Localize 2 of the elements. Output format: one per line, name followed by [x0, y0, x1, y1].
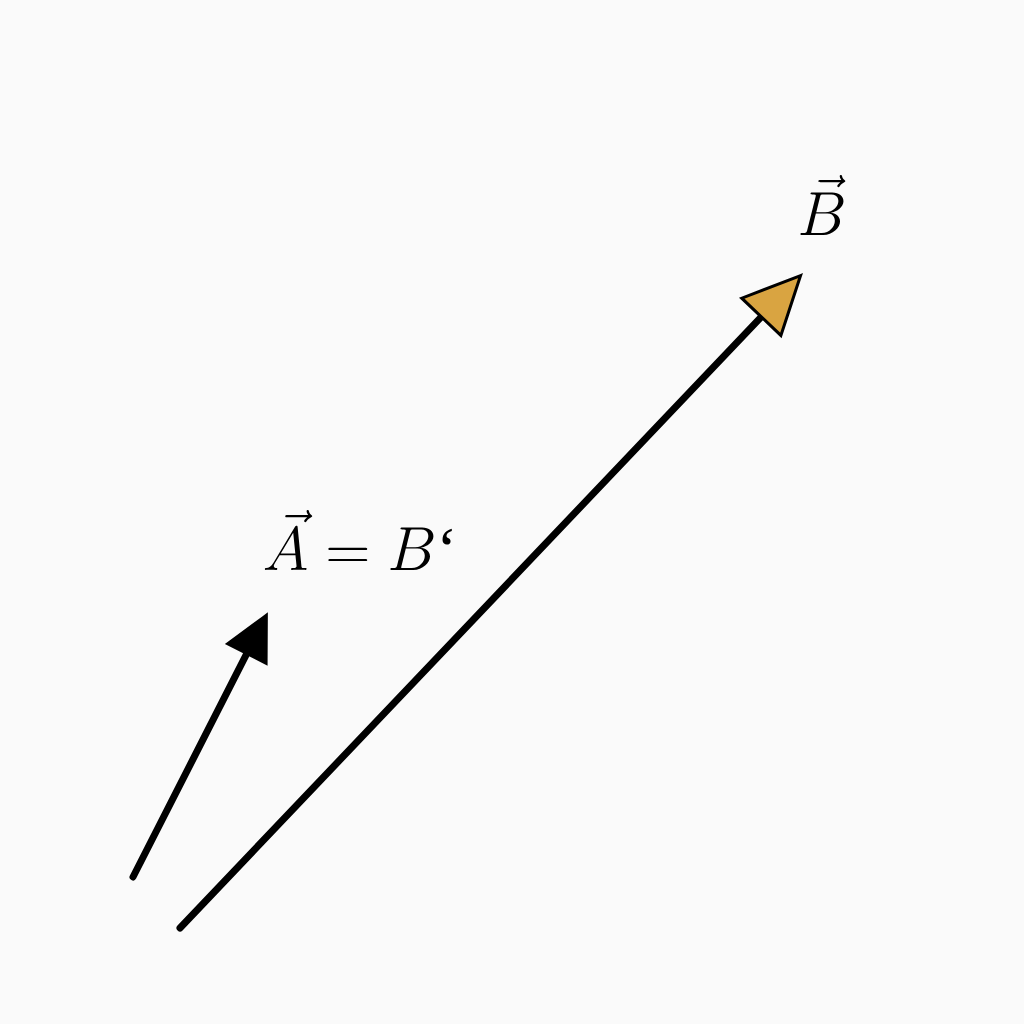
math-label: $\vec{A} = B`$: [264, 510, 452, 570]
math-label: $\vec{B}$: [800, 175, 846, 235]
